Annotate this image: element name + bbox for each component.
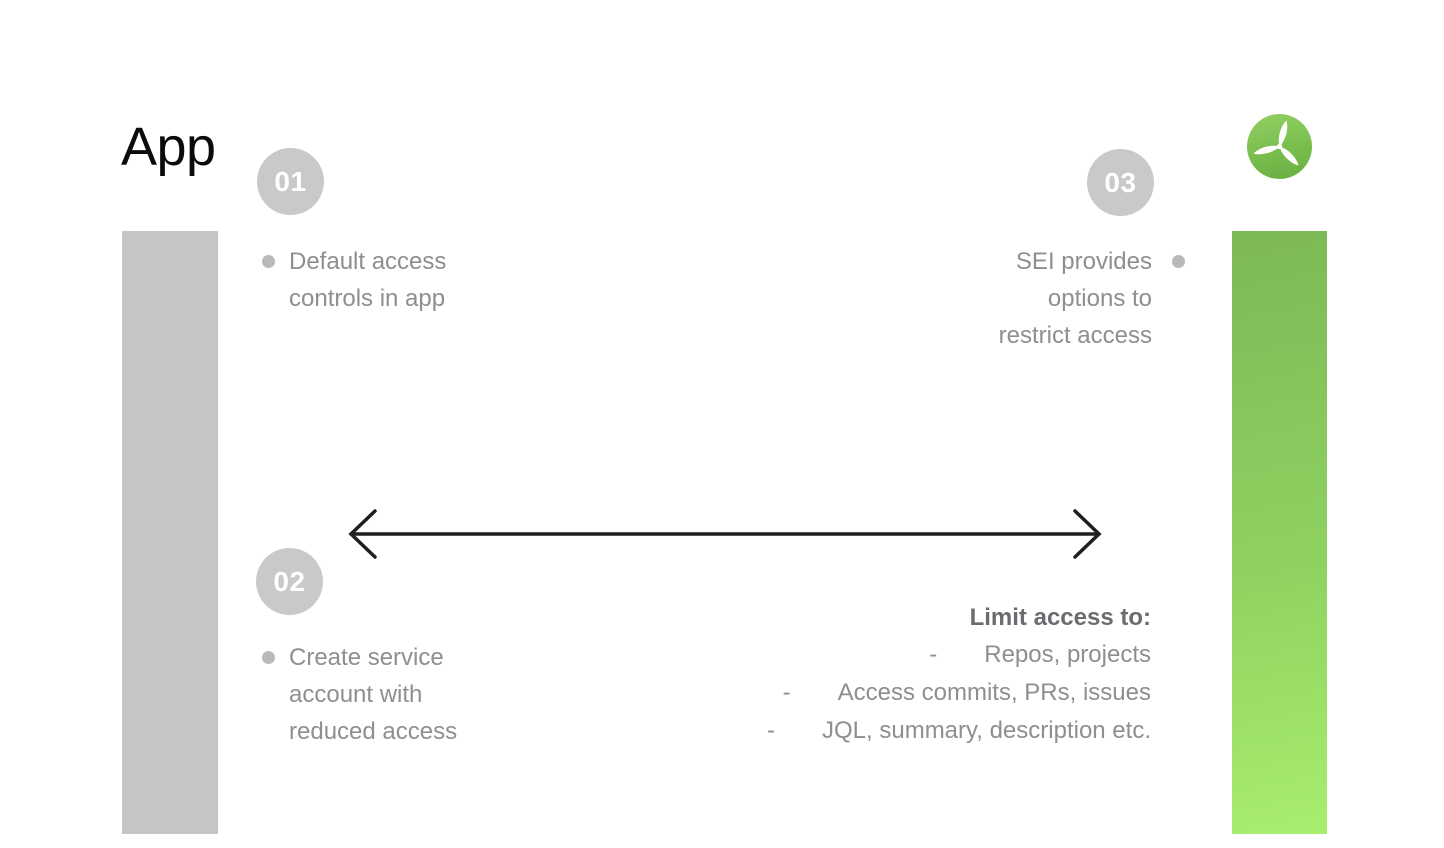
step-text-line: Default access [289, 248, 447, 275]
step-number: 02 [273, 565, 306, 597]
step-text-line: options to [1047, 285, 1152, 312]
bullet-dot [1172, 255, 1185, 268]
sei-logo [1247, 114, 1312, 179]
step-text-line: Create service [289, 644, 444, 671]
list-item-text: JQL, summary, description etc. [822, 717, 1151, 744]
step-3-item: SEI provides options to restrict access [999, 243, 1185, 354]
step-2-item: Create service account with reduced acce… [262, 639, 457, 750]
step-number: 01 [274, 165, 307, 197]
step-badge-03: 03 [1087, 149, 1154, 216]
step-text-line: SEI provides [1015, 248, 1152, 275]
bullet-dot [262, 255, 275, 268]
step-text-line: restrict access [998, 322, 1152, 349]
step-1-text: Default access controls in app [289, 243, 446, 317]
step-text-line: account with [289, 681, 423, 708]
step-text-line: controls in app [289, 285, 446, 312]
list-item-text: Repos, projects [984, 641, 1151, 668]
list-item-text: Access commits, PRs, issues [837, 679, 1151, 706]
list-item: - Repos, projects [767, 636, 1151, 674]
sei-column-bar [1232, 231, 1327, 834]
app-column-bar [122, 231, 218, 834]
step-badge-01: 01 [257, 148, 324, 215]
dash-marker: - [929, 641, 938, 668]
list-item: - JQL, summary, description etc. [767, 712, 1151, 750]
limit-access-heading: Limit access to: [969, 604, 1151, 631]
step-badge-02: 02 [256, 548, 323, 615]
step-text-line: reduced access [289, 718, 458, 745]
list-item: - Access commits, PRs, issues [767, 674, 1151, 712]
propeller-icon [1247, 114, 1312, 179]
limit-access-block: Limit access to: - Repos, projects - Acc… [767, 599, 1151, 750]
page-title: App [121, 117, 216, 177]
step-number: 03 [1104, 166, 1137, 198]
step-2-text: Create service account with reduced acce… [289, 639, 457, 750]
dash-marker: - [782, 679, 791, 706]
step-3-text: SEI provides options to restrict access [999, 243, 1152, 354]
dash-marker: - [767, 717, 775, 744]
bullet-dot [262, 651, 275, 664]
double-arrow-icon [348, 509, 1102, 559]
double-headed-arrow [346, 504, 1104, 564]
step-1-item: Default access controls in app [262, 243, 446, 317]
